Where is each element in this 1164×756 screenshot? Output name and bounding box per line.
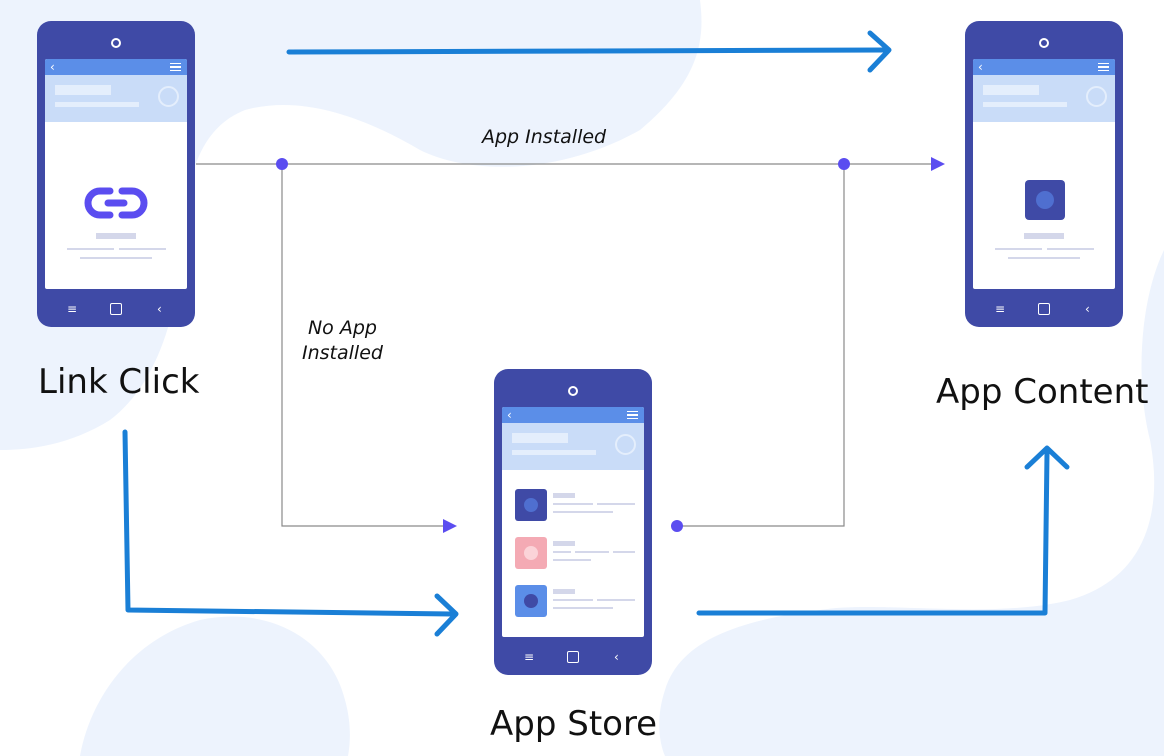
app-tile-icon xyxy=(515,489,547,521)
camera-icon xyxy=(1039,38,1049,48)
line-store-to-content xyxy=(677,164,845,527)
app-tile-icon xyxy=(515,537,547,569)
chevron-left-icon: ‹ xyxy=(50,60,55,74)
placeholder-bar xyxy=(613,551,635,553)
placeholder-bar xyxy=(67,248,114,250)
connector-dot xyxy=(276,158,288,170)
placeholder-bar xyxy=(553,503,593,505)
connector-dot xyxy=(838,158,850,170)
placeholder-bar xyxy=(553,599,593,601)
placeholder-bar xyxy=(553,541,575,546)
app-tile-dot xyxy=(524,498,538,512)
placeholder-bar xyxy=(553,589,575,594)
link-chain-icon xyxy=(84,187,148,219)
phone-navbar: ≡ ‹ xyxy=(965,299,1123,319)
phone-app-store: ‹ xyxy=(494,369,652,675)
placeholder-bar xyxy=(1008,257,1080,259)
app-tile-dot xyxy=(524,594,538,608)
hamburger-menu-icon xyxy=(170,63,181,71)
content-square-icon xyxy=(1025,180,1065,220)
hamburger-menu-icon xyxy=(1098,63,1109,71)
placeholder-bar xyxy=(995,248,1042,250)
placeholder-bar xyxy=(575,551,609,553)
phone-header xyxy=(973,75,1115,122)
phone-topbar: ‹ xyxy=(45,59,187,75)
placeholder-avatar xyxy=(1086,86,1107,107)
node-label-link-click: Link Click xyxy=(38,362,200,402)
blob-bottom-left xyxy=(80,616,350,756)
placeholder-bar xyxy=(553,493,575,498)
phone-link-click: ‹ ≡ ‹ xyxy=(37,21,195,327)
menu-lines-icon: ≡ xyxy=(67,302,78,316)
arrow-link-to-store-head xyxy=(434,593,459,637)
phone-header xyxy=(45,75,187,122)
phone-screen: ‹ xyxy=(973,59,1115,289)
phone-topbar: ‹ xyxy=(502,407,644,423)
camera-icon xyxy=(568,386,578,396)
placeholder-bar xyxy=(80,257,152,259)
placeholder-bar xyxy=(55,85,111,95)
placeholder-bar xyxy=(55,102,139,107)
phone-app-content: ‹ ≡ ‹ xyxy=(965,21,1123,327)
node-label-app-store: App Store xyxy=(490,704,658,744)
arrow-link-to-content xyxy=(286,47,889,55)
hamburger-menu-icon xyxy=(627,411,638,419)
edge-label-line: No App xyxy=(307,317,377,339)
placeholder-bar xyxy=(553,559,591,561)
app-tile-dot xyxy=(524,546,538,560)
placeholder-bar xyxy=(597,599,635,601)
arrow-store-to-content xyxy=(696,450,1050,616)
arrow-link-to-store xyxy=(122,429,455,617)
placeholder-bar xyxy=(512,433,568,443)
square-home-icon xyxy=(1038,303,1050,315)
triangle-arrowhead xyxy=(443,519,457,533)
chevron-left-icon: ‹ xyxy=(978,60,983,74)
chevron-left-icon: ‹ xyxy=(1085,302,1090,316)
placeholder-avatar xyxy=(615,434,636,455)
phone-header xyxy=(502,423,644,470)
placeholder-bar xyxy=(119,248,166,250)
phone-navbar: ≡ ‹ xyxy=(494,647,652,667)
placeholder-bar xyxy=(597,503,635,505)
arrow-link-to-content-head xyxy=(867,30,892,73)
node-label-app-content: App Content xyxy=(936,372,1149,412)
phone-navbar: ≡ ‹ xyxy=(37,299,195,319)
placeholder-bar xyxy=(1024,233,1064,239)
edge-label-no-app-installed: No App Installed xyxy=(302,316,383,366)
content-dot xyxy=(1036,191,1054,209)
phone-topbar: ‹ xyxy=(973,59,1115,75)
chevron-left-icon: ‹ xyxy=(614,650,619,664)
list-item xyxy=(515,489,635,523)
list-item xyxy=(515,537,635,571)
placeholder-bar xyxy=(1047,248,1094,250)
blob-right xyxy=(659,250,1164,756)
square-home-icon xyxy=(110,303,122,315)
placeholder-avatar xyxy=(158,86,179,107)
placeholder-bar xyxy=(983,85,1039,95)
list-item xyxy=(515,585,635,619)
triangle-arrowhead xyxy=(931,157,945,171)
phone-screen: ‹ xyxy=(45,59,187,289)
edge-label-app-installed: App Installed xyxy=(482,126,607,148)
line-no-app xyxy=(281,164,446,527)
chevron-left-icon: ‹ xyxy=(157,302,162,316)
camera-icon xyxy=(111,38,121,48)
placeholder-bar xyxy=(553,551,571,553)
arrow-store-to-content-head xyxy=(1024,445,1070,470)
placeholder-bar xyxy=(553,607,613,609)
app-tile-icon xyxy=(515,585,547,617)
chevron-left-icon: ‹ xyxy=(507,408,512,422)
connector-dot xyxy=(671,520,683,532)
edge-label-line: Installed xyxy=(302,342,383,364)
menu-lines-icon: ≡ xyxy=(995,302,1006,316)
placeholder-bar xyxy=(512,450,596,455)
menu-lines-icon: ≡ xyxy=(524,650,535,664)
placeholder-bar xyxy=(553,511,613,513)
placeholder-bar xyxy=(983,102,1067,107)
placeholder-bar xyxy=(96,233,136,239)
phone-screen: ‹ xyxy=(502,407,644,637)
square-home-icon xyxy=(567,651,579,663)
